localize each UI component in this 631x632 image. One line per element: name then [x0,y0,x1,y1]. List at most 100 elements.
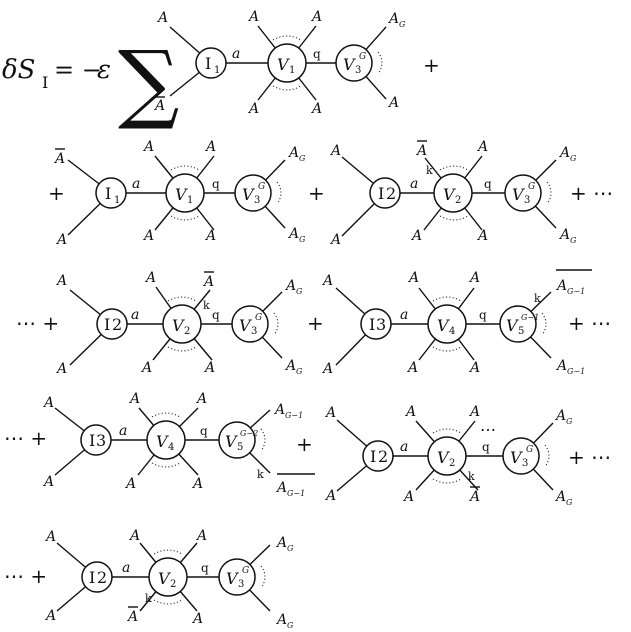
svg-text:q: q [201,561,209,575]
svg-text:3: 3 [524,195,530,206]
svg-text:A: A [42,474,54,490]
svg-text:V: V [512,185,525,204]
svg-text:I: I [89,568,95,587]
dots-plus: ⋯ + [4,564,47,588]
vertex-V2 [162,304,202,344]
svg-text:A: A [275,612,287,628]
svg-text:A: A [387,95,399,111]
vertex-V2 [148,557,188,597]
vertex-I1 [95,177,127,209]
svg-text:A: A [204,228,216,244]
svg-text:G: G [528,182,535,192]
svg-text:δS: δS [2,55,35,85]
svg-text:A: A [410,228,422,244]
dots-plus: ⋯ + [16,311,59,335]
svg-text:2: 2 [386,184,396,203]
svg-text:A: A [387,11,399,27]
svg-text:G−1: G−1 [567,367,585,376]
svg-text:= −: = − [54,56,102,84]
svg-text:G: G [570,154,577,163]
svg-text:k: k [534,292,541,305]
vertex-V3G [504,174,542,212]
diagram-row4-left: I 3 V 4 V 5 G−2 a q k A A A A A A A G−1 … [42,391,315,498]
svg-text:G−1: G−1 [285,411,303,420]
svg-text:A: A [273,402,285,418]
diagram-row3-right: I 3 V 4 V 5 G−1 a q k A A A A A A A G−1 … [321,269,592,377]
svg-text:a: a [122,560,130,576]
svg-text:A: A [468,489,480,505]
svg-text:I: I [378,184,384,203]
svg-text:a: a [119,423,127,439]
svg-text:I: I [369,315,375,334]
svg-text:A: A [124,476,136,492]
svg-text:G: G [258,182,265,192]
svg-text:A: A [55,361,67,377]
svg-text:q: q [484,177,492,191]
svg-text:A: A [555,358,567,374]
vertex-I3 [360,308,392,340]
svg-text:A: A [191,611,203,627]
svg-text:a: a [131,307,139,323]
plus-sign: + [308,181,325,205]
svg-text:I: I [370,447,376,466]
svg-text:G−2: G−2 [240,429,258,438]
svg-text:V: V [226,569,239,588]
svg-text:G−1: G−1 [521,313,539,322]
svg-text:A: A [140,360,152,376]
svg-text:A: A [55,232,67,248]
svg-text:G: G [566,498,573,507]
vertex-I2 [369,177,401,209]
svg-text:I: I [205,54,211,73]
plus-dots: + ⋯ [568,311,611,335]
svg-text:V: V [443,185,456,204]
svg-text:2: 2 [112,315,122,334]
svg-text:k: k [468,470,475,483]
svg-text:A: A [476,139,488,155]
svg-text:A: A [53,151,65,167]
svg-text:a: a [400,307,408,323]
vertex-V3G [234,174,272,212]
svg-text:3: 3 [355,65,361,76]
svg-text:a: a [232,46,240,62]
svg-text:3: 3 [522,458,528,469]
svg-text:A: A [191,476,203,492]
svg-text:A: A [156,10,168,26]
svg-text:V: V [239,316,252,335]
svg-text:k: k [426,164,433,177]
svg-text:G: G [296,367,303,376]
svg-text:A: A [321,361,333,377]
vertex-I3 [80,424,112,456]
svg-text:q: q [212,177,220,191]
svg-text:A: A [404,404,416,420]
svg-text:A: A [44,608,56,624]
vertex-V3G [231,305,269,343]
svg-text:A: A [128,528,140,544]
svg-text:A: A [468,270,480,286]
svg-text:A: A [42,395,54,411]
svg-text:A: A [321,273,333,289]
svg-text:k: k [257,468,264,481]
svg-text:4: 4 [449,326,455,337]
svg-text:ε: ε [97,55,111,85]
svg-text:I: I [89,431,95,450]
svg-text:A: A [310,9,322,25]
svg-text:A: A [476,228,488,244]
svg-text:G: G [287,621,294,630]
vertex-V1 [165,173,205,213]
svg-text:q: q [200,424,208,438]
vertex-V4 [146,420,186,460]
svg-text:A: A [558,227,570,243]
svg-text:k: k [203,299,210,312]
svg-text:1: 1 [187,195,193,206]
svg-text:A: A [402,489,414,505]
diagram-row5: I 2 V 2 V 3 G a q k A A A A A A A G A G [44,528,294,630]
plus-sign: + [307,311,324,335]
vertex-V5G [499,305,537,343]
vertex-V1 [267,43,307,83]
svg-text:A: A [195,528,207,544]
plus-sign: + [423,53,440,77]
svg-text:G: G [296,287,303,296]
svg-text:A: A [203,360,215,376]
svg-text:G−1: G−1 [287,489,305,498]
